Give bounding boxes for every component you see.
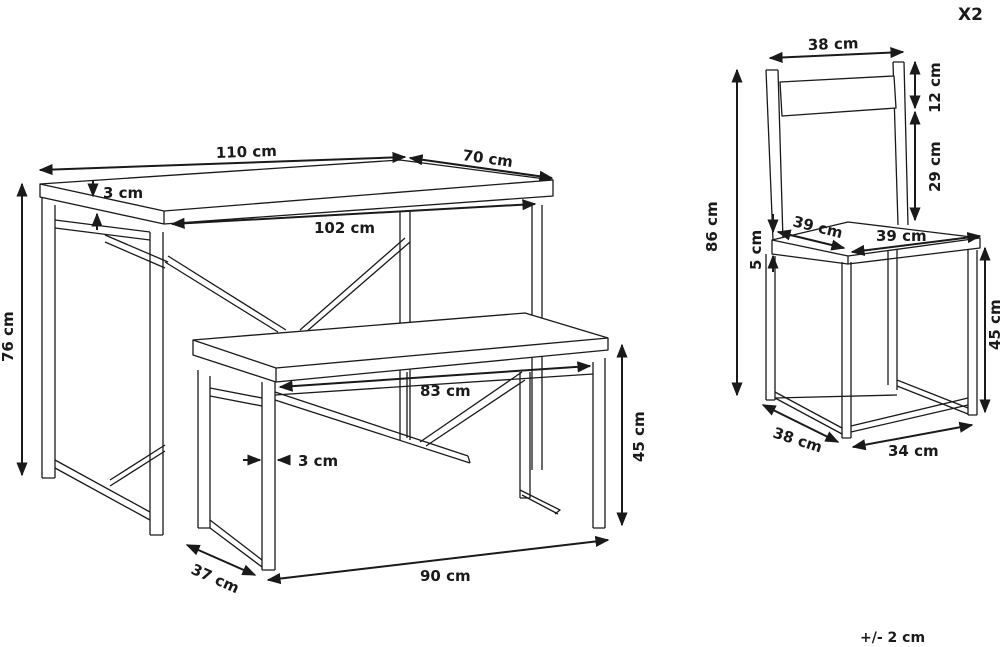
chair-total-height-label: 86 cm xyxy=(703,201,721,252)
dimension-lines xyxy=(16,46,991,585)
table-height-label: 76 cm xyxy=(0,311,17,362)
chair-seat-width-label: 39 cm xyxy=(876,227,927,245)
bench-width-label: 90 cm xyxy=(420,567,471,585)
chair-back-top-height-label: 12 cm xyxy=(926,62,944,113)
chair-seat-height-label: 45 cm xyxy=(986,299,1000,350)
chair-base-width-label: 34 cm xyxy=(888,442,939,460)
chair-back-gap-height-label: 29 cm xyxy=(926,141,944,192)
table-width-label: 110 cm xyxy=(216,142,278,162)
chair-back-width-label: 38 cm xyxy=(808,34,859,54)
chair-base-depth-label: 38 cm xyxy=(771,424,825,457)
table-inner-width-label: 102 cm xyxy=(314,219,375,237)
bench-drawing xyxy=(192,312,609,571)
bench-leg-thickness-label: 3 cm xyxy=(298,452,338,470)
table-top-thickness-label: 3 cm xyxy=(103,184,143,202)
tolerance-label: +/- 2 cm xyxy=(860,630,925,646)
bench-height-label: 45 cm xyxy=(630,411,648,462)
chair-seat-thickness-label: 5 cm xyxy=(747,230,765,270)
bench-inner-width-label: 83 cm xyxy=(420,382,471,400)
quantity-label: X2 xyxy=(958,5,983,25)
